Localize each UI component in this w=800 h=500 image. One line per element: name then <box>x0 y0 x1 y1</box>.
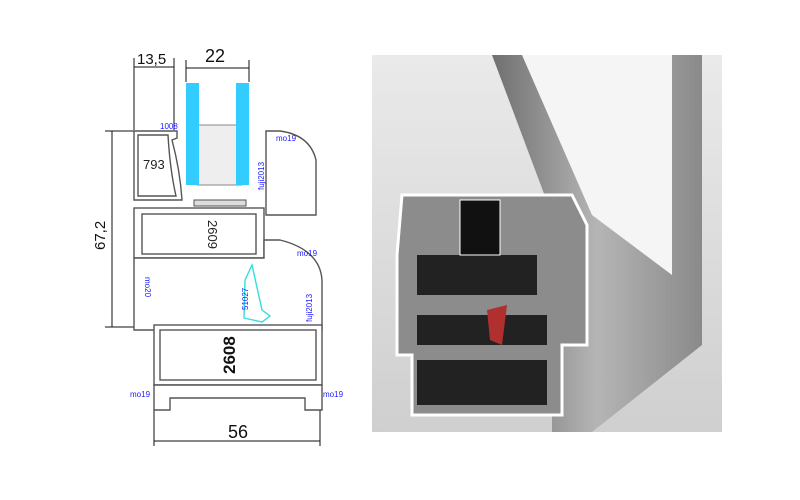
profile-3d-render <box>372 55 722 432</box>
gasket-label-fuji-top: fuji2013 <box>257 161 266 190</box>
hardware-label-51027: 51027 <box>241 287 250 310</box>
gasket-label-mo19-top: mo19 <box>276 134 297 143</box>
gasket-label-mo19-bottom-right: mo19 <box>323 390 344 399</box>
gasket-label-fuji-bottom: fuji2013 <box>305 293 314 322</box>
glass-spacer-section <box>459 199 501 256</box>
glass-spacer-base <box>193 199 247 207</box>
profile-chamber-lower <box>417 360 547 405</box>
profile-outline <box>133 130 323 411</box>
dimension-rebate: 13,5 <box>137 51 166 68</box>
profile-label-sash: 2608 <box>220 336 239 374</box>
gasket-label-mo19-mid: mo19 <box>297 249 318 258</box>
gasket-label-mo19-bottom-left: mo19 <box>130 390 151 399</box>
dimension-height: 67,2 <box>92 221 109 250</box>
gasket-label-mo20: mo20 <box>143 277 152 298</box>
dimension-glass-width: 22 <box>205 46 225 66</box>
glass-pane-inner <box>236 83 249 185</box>
glass-surface <box>522 55 672 275</box>
profile-label-frame: 2609 <box>205 220 220 249</box>
profile-cross-section-drawing: 13,5 22 67,2 56 793 2609 2608 1008 mo19 … <box>92 46 344 446</box>
glass-pane-outer <box>186 83 199 185</box>
profile-chamber-middle <box>417 315 547 345</box>
handle-hardware <box>243 262 272 323</box>
gasket-label-1008: 1008 <box>160 122 178 131</box>
profile-label-bead: 793 <box>143 157 165 172</box>
seal-hardware <box>487 305 507 345</box>
glass-spacer <box>196 124 243 186</box>
profile-chamber-upper <box>417 255 537 295</box>
dimension-width: 56 <box>228 422 248 442</box>
